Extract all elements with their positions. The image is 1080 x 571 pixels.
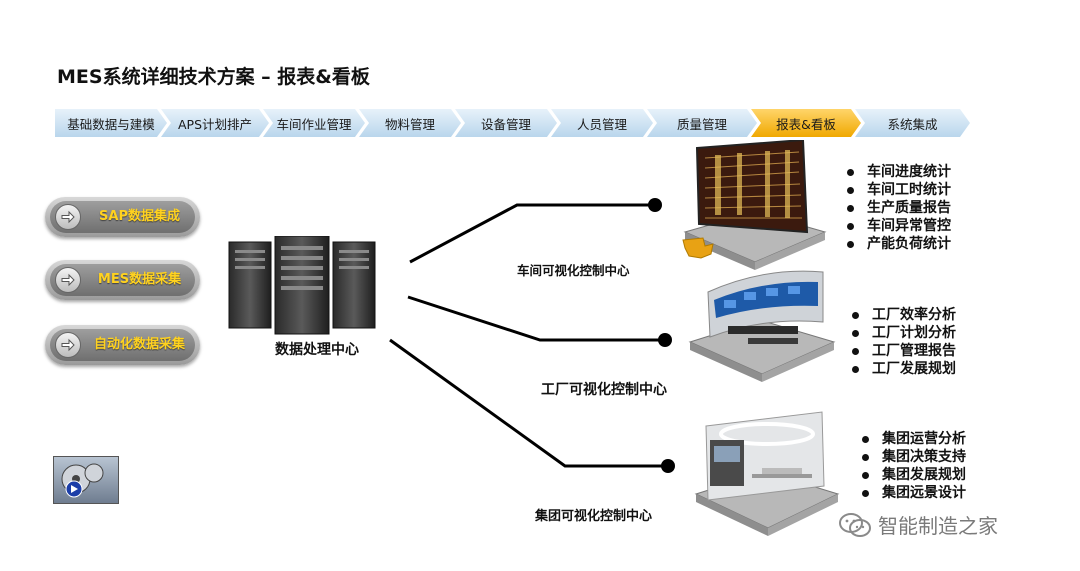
tab-aps[interactable]: APS计划排产 — [161, 109, 269, 137]
list-item: 产能负荷统计 — [843, 235, 951, 253]
tab-workshop[interactable]: 车间作业管理 — [263, 109, 365, 137]
workshop-items: 车间进度统计 车间工时统计 生产质量报告 车间异常管控 产能负荷统计 — [843, 163, 951, 253]
tab-personnel[interactable]: 人员管理 — [551, 109, 653, 137]
source-label: 自动化数据采集 — [93, 337, 185, 352]
list-item: 集团远景设计 — [858, 484, 966, 502]
list-item: 生产质量报告 — [843, 199, 951, 217]
list-item: 车间工时统计 — [843, 181, 951, 199]
list-item: 工厂发展规划 — [848, 360, 956, 378]
center-label-group: 集团可视化控制中心 — [535, 509, 653, 524]
tab-quality[interactable]: 质量管理 — [647, 109, 757, 137]
tab-label: 物料管理 — [384, 116, 435, 132]
arrow-right-icon — [55, 267, 81, 293]
list-item: 工厂效率分析 — [848, 306, 956, 324]
list-item: 工厂管理报告 — [848, 342, 956, 360]
tab-label: APS计划排产 — [177, 116, 253, 132]
tab-equipment[interactable]: 设备管理 — [455, 109, 557, 137]
tab-label: 设备管理 — [480, 116, 531, 132]
tab-material[interactable]: 物料管理 — [359, 109, 461, 137]
source-automation: 自动化数据采集 — [45, 325, 200, 365]
watermark-text: 智能制造之家 — [878, 514, 998, 538]
group-items: 集团运营分析 集团决策支持 集团发展规划 集团远景设计 — [858, 430, 966, 502]
factory-control-center-image — [688, 262, 838, 396]
video-thumbnail[interactable] — [53, 456, 119, 504]
tab-label: 报表&看板 — [776, 116, 836, 132]
page-title: MES系统详细技术方案 – 报表&看板 — [57, 66, 370, 88]
list-item: 集团决策支持 — [858, 448, 966, 466]
list-item: 集团发展规划 — [858, 466, 966, 484]
tab-reports[interactable]: 报表&看板 — [751, 109, 861, 137]
workshop-control-center-image — [675, 138, 835, 284]
source-label: SAP数据集成 — [99, 209, 180, 224]
film-reel-icon — [61, 463, 104, 498]
tab-label: 人员管理 — [576, 116, 627, 132]
source-label: MES数据采集 — [97, 272, 182, 287]
tab-label: 质量管理 — [676, 116, 727, 132]
list-item: 车间异常管控 — [843, 217, 951, 235]
arrow-right-icon — [55, 204, 81, 230]
source-sap: SAP数据集成 — [45, 197, 200, 237]
tab-integration[interactable]: 系统集成 — [855, 109, 970, 137]
center-label-workshop: 车间可视化控制中心 — [517, 263, 630, 278]
list-item: 车间进度统计 — [843, 163, 951, 181]
arrow-right-icon — [55, 332, 81, 358]
list-item: 集团运营分析 — [858, 430, 966, 448]
factory-items: 工厂效率分析 工厂计划分析 工厂管理报告 工厂发展规划 — [848, 306, 956, 378]
tab-label: 基础数据与建模 — [67, 116, 155, 132]
tab-label: 系统集成 — [887, 116, 938, 132]
hub-label: 数据处理中心 — [275, 342, 359, 358]
server-cluster-icon — [227, 235, 377, 340]
tab-basic-data[interactable]: 基础数据与建模 — [55, 109, 167, 137]
center-label-factory: 工厂可视化控制中心 — [541, 382, 667, 398]
process-nav: 基础数据与建模 APS计划排产 车间作业管理 物料管理 设备管理 人员管理 质量… — [55, 109, 970, 137]
tab-label: 车间作业管理 — [276, 116, 352, 132]
group-control-center-image — [692, 408, 842, 542]
list-item: 工厂计划分析 — [848, 324, 956, 342]
watermark: 智能制造之家 — [838, 510, 998, 539]
wechat-icon — [839, 512, 871, 537]
source-mes: MES数据采集 — [45, 260, 200, 300]
